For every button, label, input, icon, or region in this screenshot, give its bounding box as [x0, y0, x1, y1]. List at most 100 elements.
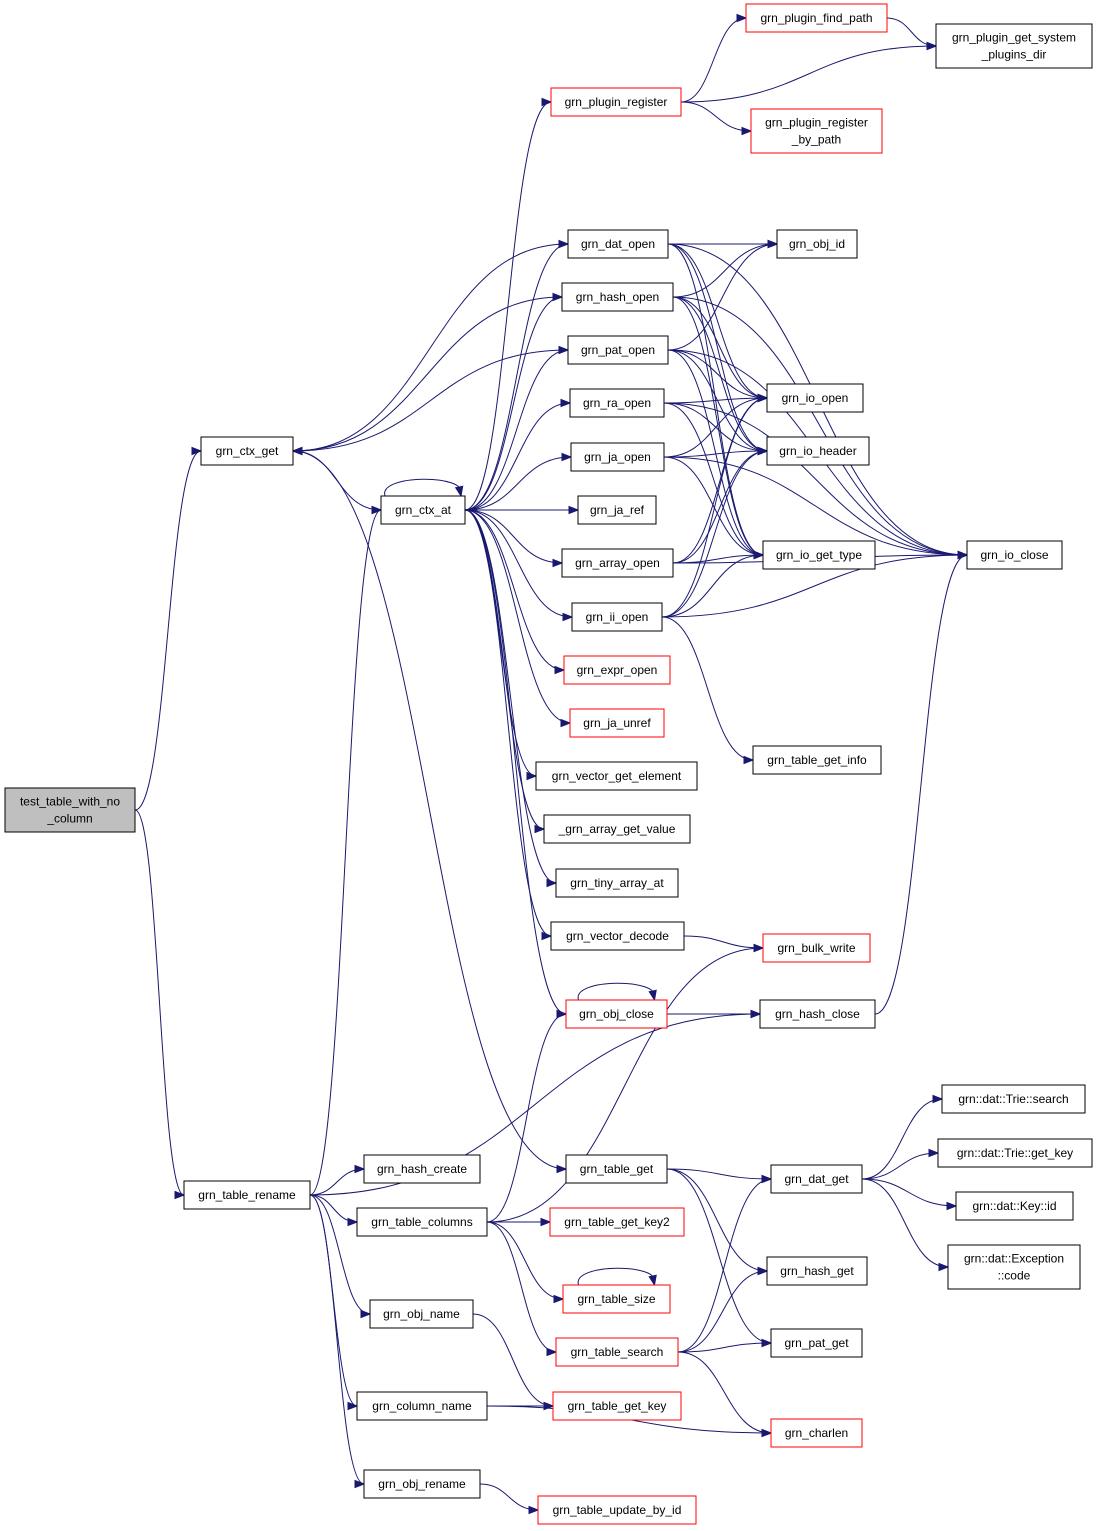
edge-ctx_at-to-vector_decode [464, 509, 553, 941]
arrowhead [767, 239, 779, 249]
arrowhead [546, 878, 558, 888]
node-ja-ref[interactable]: grn_ja_ref [577, 495, 657, 525]
node-table-columns[interactable]: grn_table_columns [356, 1207, 488, 1237]
edge-hash_open-to-io_open [672, 296, 769, 403]
node-ii-open[interactable]: grn_ii_open [571, 602, 663, 632]
edge-obj_close-to-obj_close [577, 982, 657, 1002]
node-column-name[interactable]: grn_column_name [356, 1391, 488, 1421]
arrowhead [562, 612, 574, 622]
node-hash-get[interactable]: grn_hash_get [766, 1256, 868, 1286]
edge-ctx_at-to-hash_open [464, 292, 564, 511]
edge-table_columns-to-table_get_key2 [487, 1217, 552, 1227]
arrowhead [540, 1217, 552, 1227]
node-label: ::code [998, 1269, 1031, 1283]
node-box [380, 495, 466, 525]
node-label: _column [46, 812, 92, 826]
node-array-get-value[interactable]: _grn_array_get_value [543, 814, 691, 844]
node-table-update-by-id[interactable]: grn_table_update_by_id [537, 1495, 697, 1525]
node-ja-open[interactable]: grn_ja_open [570, 442, 665, 472]
edge-ctx_at-to-vector_get_element [464, 509, 538, 781]
node-box [561, 282, 674, 312]
node-box [567, 335, 669, 365]
node-table-get-info[interactable]: grn_table_get_info [752, 745, 882, 775]
node-io-open[interactable]: grn_io_open [766, 383, 864, 413]
node-trie-get-key[interactable]: grn::dat::Trie::get_key [937, 1138, 1093, 1168]
node-label: grn_io_open [782, 391, 849, 405]
node-box [750, 108, 883, 154]
node-bulk-write[interactable]: grn_bulk_write [762, 933, 871, 963]
arrowhead [757, 1266, 769, 1276]
node-box [752, 745, 882, 775]
arrowhead [371, 505, 383, 515]
node-box [759, 999, 876, 1029]
arrowhead [957, 550, 969, 560]
arrowhead [541, 931, 553, 941]
edge-ctx_at-to-ii_open [464, 509, 574, 622]
node-table-get-key2[interactable]: grn_table_get_key2 [549, 1207, 685, 1237]
arrowhead [556, 1009, 568, 1019]
node-io-header[interactable]: grn_io_header [766, 436, 870, 466]
node-plugin-register-by-path[interactable]: grn_plugin_register_by_path [750, 108, 883, 154]
node-plugin-find-path[interactable]: grn_plugin_find_path [745, 3, 888, 33]
edge-table_rename-to-obj_name [309, 1194, 372, 1319]
arrowhead [648, 989, 657, 1002]
edge-ctx_at-to-array_get_value [464, 509, 546, 834]
node-table-get[interactable]: grn_table_get [565, 1154, 668, 1184]
node-vector-get-element[interactable]: grn_vector_get_element [535, 761, 698, 791]
node-expr-open[interactable]: grn_expr_open [563, 655, 671, 685]
node-io-close[interactable]: grn_io_close [966, 540, 1063, 570]
node-hash-create[interactable]: grn_hash_create [363, 1154, 481, 1184]
node-label: grn_pat_get [784, 1336, 849, 1350]
node-ctx-get[interactable]: grn_ctx_get [200, 436, 294, 466]
node-io-get-type[interactable]: grn_io_get_type [762, 540, 876, 570]
node-table-size[interactable]: grn_table_size [562, 1284, 671, 1314]
node-table-rename[interactable]: grn_table_rename [183, 1180, 311, 1210]
node-exception-code[interactable]: grn::dat::Exception::code [947, 1244, 1081, 1290]
node-ra-open[interactable]: grn_ra_open [569, 388, 665, 418]
node-tiny-array-at[interactable]: grn_tiny_array_at [555, 868, 679, 898]
node-box [571, 602, 663, 632]
node-box [563, 655, 671, 685]
node-key-id[interactable]: grn::dat::Key::id [955, 1191, 1074, 1221]
node-hash-open[interactable]: grn_hash_open [561, 282, 674, 312]
node-plugin-get-system[interactable]: grn_plugin_get_system_plugins_dir [935, 23, 1093, 69]
node-label: grn_obj_close [579, 1007, 654, 1021]
edge-ctx_at-to-ra_open [464, 398, 572, 511]
node-box [776, 229, 858, 259]
node-charlen[interactable]: grn_charlen [770, 1418, 863, 1448]
node-dat-get[interactable]: grn_dat_get [770, 1164, 863, 1194]
node-box [766, 436, 870, 466]
node-pat-get[interactable]: grn_pat_get [770, 1328, 863, 1358]
arrowhead [454, 485, 464, 498]
edge-table_size-to-table_size [577, 1267, 657, 1287]
arrowhead [174, 1190, 186, 1200]
node-label: grn_table_get_key2 [564, 1215, 670, 1229]
arrowhead [648, 1274, 657, 1287]
node-label: grn_hash_close [775, 1007, 860, 1021]
node-label: test_table_with_no [20, 795, 120, 809]
node-root[interactable]: test_table_with_no _column [4, 787, 136, 833]
edge-dat_get-to-trie_search [861, 1094, 944, 1180]
node-pat-open[interactable]: grn_pat_open [567, 335, 669, 365]
node-ja-unref[interactable]: grn_ja_unref [569, 708, 665, 738]
node-array-open[interactable]: grn_array_open [561, 548, 674, 578]
arrowhead [554, 665, 566, 675]
node-obj-id[interactable]: grn_obj_id [776, 229, 858, 259]
node-obj-close[interactable]: grn_obj_close [565, 999, 668, 1029]
node-table-get-key[interactable]: grn_table_get_key [552, 1391, 682, 1421]
node-plugin-register[interactable]: grn_plugin_register [550, 87, 682, 117]
node-label: grn_table_get [580, 1162, 654, 1176]
node-table-search[interactable]: grn_table_search [555, 1337, 679, 1367]
node-ctx-at[interactable]: grn_ctx_at [380, 495, 466, 525]
edge-ctx_at-to-plugin_register [464, 97, 553, 511]
node-box [565, 1154, 668, 1184]
node-trie-search[interactable]: grn::dat::Trie::search [941, 1084, 1086, 1114]
edge-ctx_at-to-ja_open [464, 452, 573, 511]
node-dat-open[interactable]: grn_dat_open [567, 229, 669, 259]
node-box [537, 1495, 697, 1525]
node-vector-decode[interactable]: grn_vector_decode [550, 921, 685, 951]
node-hash-close[interactable]: grn_hash_close [759, 999, 876, 1029]
node-obj-rename[interactable]: grn_obj_rename [363, 1469, 481, 1499]
node-obj-name[interactable]: grn_obj_name [369, 1299, 474, 1329]
node-box [183, 1180, 311, 1210]
